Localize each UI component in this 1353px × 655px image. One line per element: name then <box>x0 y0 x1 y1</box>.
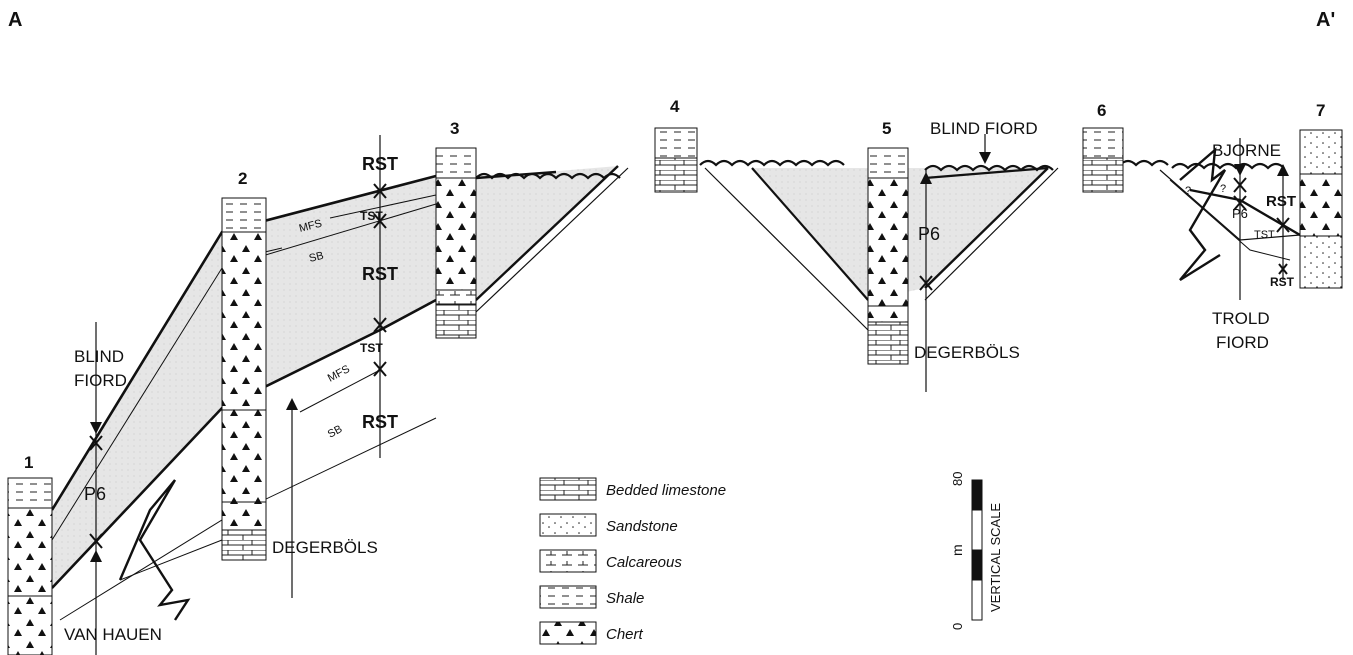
legend-label-sandstone: Sandstone <box>606 518 678 535</box>
mfs-upper: MFS <box>298 218 323 235</box>
sb-upper: SB <box>308 250 325 265</box>
column-2 <box>221 197 267 561</box>
column-number-5: 5 <box>882 119 891 138</box>
column-number-6: 6 <box>1097 101 1106 120</box>
blind-fiord-left-1: BLIND <box>74 347 124 366</box>
facies-thin-right-2 <box>1169 179 1291 261</box>
column-number-7: 7 <box>1316 101 1325 120</box>
blind-fiord-right: BLIND FIORD <box>930 119 1038 138</box>
column-5 <box>867 147 909 365</box>
degerbols-right: DEGERBÖLS <box>914 343 1020 362</box>
boundary-markers <box>89 177 1290 549</box>
column-number-2: 2 <box>238 169 247 188</box>
legend-label-shale: Shale <box>606 590 644 607</box>
p6-left: P6 <box>84 484 106 504</box>
p6-right: P6 <box>918 224 940 244</box>
column-3 <box>435 147 477 339</box>
tst-label-a: TST <box>360 209 383 223</box>
legend-label-calcareous: Calcareous <box>606 554 682 571</box>
degerbols-left: DEGERBÖLS <box>272 538 378 557</box>
question-mark-2: ? <box>1220 183 1226 195</box>
p6-far: P6 <box>1232 206 1248 221</box>
trold-fiord-2: FIORD <box>1216 333 1269 352</box>
bjorne: BJORNE <box>1212 141 1281 160</box>
sb-lower: SB <box>326 423 345 440</box>
question-mark-1: ? <box>1185 185 1191 197</box>
legend-label-limestone: Bedded limestone <box>606 482 726 499</box>
vertical-scale-bar <box>971 479 983 621</box>
rst-label-a: RST <box>362 154 398 174</box>
arrow-lines <box>95 134 1284 655</box>
rst-label-c: RST <box>362 412 398 432</box>
erosion-surface <box>475 159 1285 180</box>
scale-top: 80 <box>950 472 965 486</box>
scale-bottom: 0 <box>950 623 965 630</box>
facies-zigzag-left <box>118 479 191 621</box>
tst-label-7: TST <box>1254 229 1275 241</box>
mfs-lower: MFS <box>326 363 352 385</box>
tst-label-b: TST <box>360 341 383 355</box>
legend-label-chert: Chert <box>606 626 644 643</box>
column-7 <box>1299 129 1343 289</box>
column-number-3: 3 <box>450 119 459 138</box>
section-label-right: A' <box>1316 9 1335 31</box>
scale-caption: VERTICAL SCALE <box>988 503 1003 612</box>
rst-label-7b: RST <box>1270 275 1295 289</box>
van-hauen: VAN HAUEN <box>64 625 162 644</box>
column-number-4: 4 <box>670 97 680 116</box>
column-number-1: 1 <box>24 453 33 472</box>
legend <box>539 477 597 645</box>
column-6 <box>1082 127 1124 193</box>
section-label-left: A <box>8 9 22 31</box>
trold-fiord-1: TROLD <box>1212 309 1270 328</box>
scale-unit: m <box>949 544 965 556</box>
facies-zigzag-right <box>1179 147 1227 282</box>
arrowheads <box>90 152 1289 562</box>
rst-label-7a: RST <box>1266 193 1296 210</box>
column-1 <box>7 477 53 655</box>
rst-label-b: RST <box>362 264 398 284</box>
column-4 <box>654 127 698 193</box>
blind-fiord-left-2: FIORD <box>74 371 127 390</box>
